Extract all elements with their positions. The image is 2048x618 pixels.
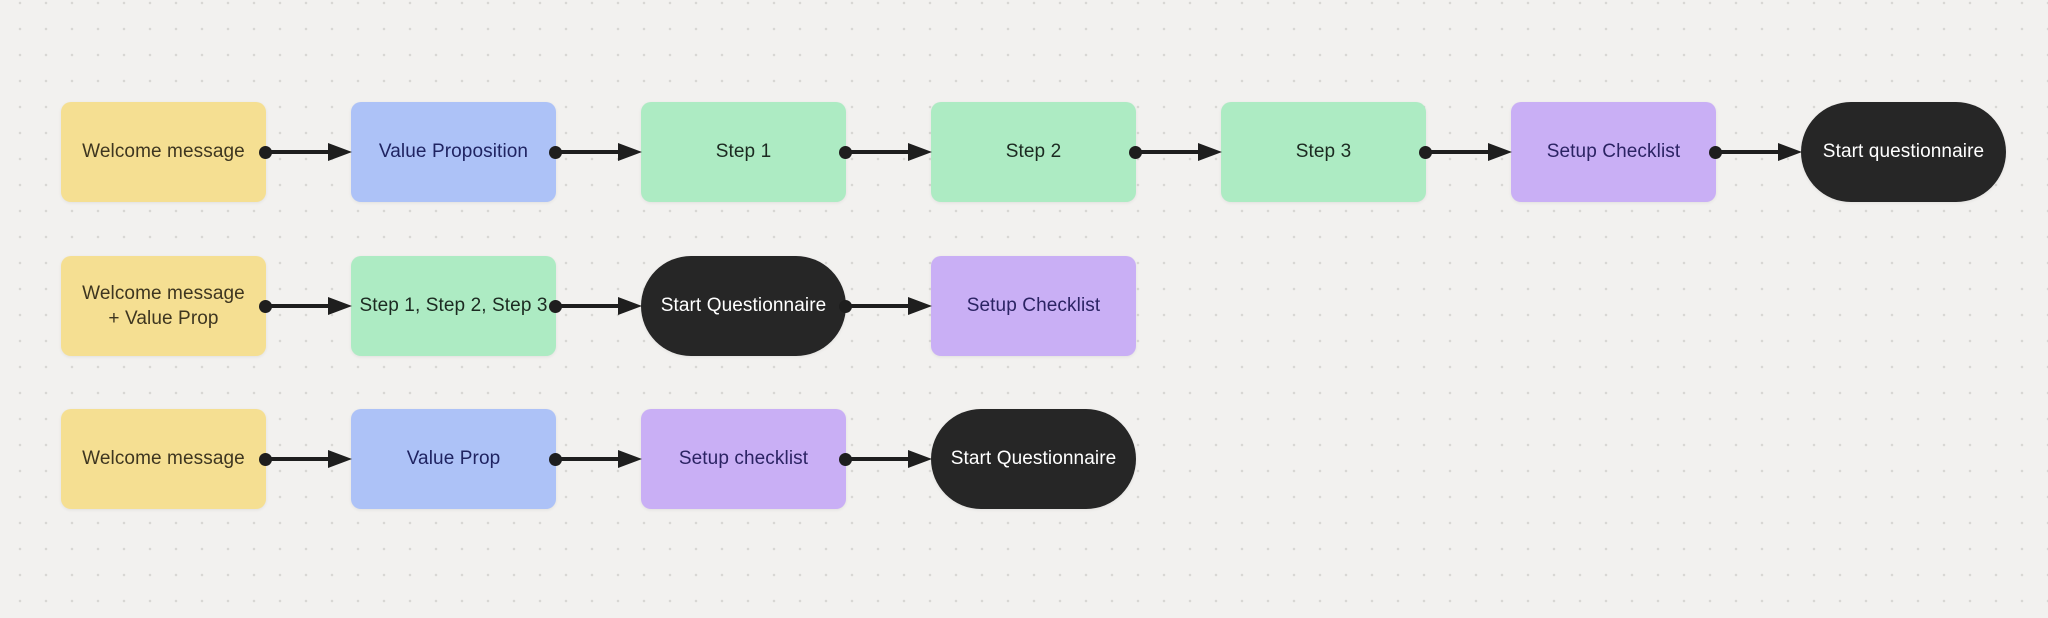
node-setup-checklist[interactable]: Setup Checklist	[1511, 102, 1716, 202]
connector-line	[1430, 150, 1490, 154]
flow-row-3: Welcome message Value Prop Setup checkli…	[61, 409, 1136, 509]
node-label: Step 1	[715, 141, 772, 162]
connector-arrowhead-icon	[328, 450, 352, 468]
node-label: Start Questionnaire	[950, 448, 1117, 469]
connector-dot-icon	[839, 452, 852, 466]
connector-arrow[interactable]	[839, 297, 932, 315]
connector-line	[850, 150, 910, 154]
node-label: Welcome message + Value Prop	[82, 282, 245, 329]
connector-arrowhead-icon	[328, 297, 352, 315]
connector-arrowhead-icon	[618, 143, 642, 161]
connector-dot-icon	[839, 299, 852, 313]
flow-row-1: Welcome message Value Proposition Step 1…	[61, 102, 2006, 202]
connector-line	[270, 304, 330, 308]
node-label: Step 2	[1005, 141, 1062, 162]
connector-dot-icon	[549, 452, 562, 466]
node-step-2[interactable]: Step 2	[931, 102, 1136, 202]
connector-arrow[interactable]	[259, 143, 352, 161]
connector-dot-icon	[1709, 145, 1722, 159]
node-label: Step 3	[1295, 141, 1352, 162]
node-label: Setup Checklist	[1546, 141, 1681, 162]
connector-arrow[interactable]	[1419, 143, 1512, 161]
node-setup-checklist[interactable]: Setup checklist	[641, 409, 846, 509]
connector-arrow[interactable]	[259, 297, 352, 315]
flow-row-2: Welcome message + Value Prop Step 1, Ste…	[61, 256, 1136, 356]
node-steps-1-2-3[interactable]: Step 1, Step 2, Step 3	[351, 256, 556, 356]
connector-dot-icon	[259, 145, 272, 159]
connector-arrow[interactable]	[549, 143, 642, 161]
connector-arrowhead-icon	[618, 450, 642, 468]
node-label: Start Questionnaire	[660, 295, 827, 316]
connector-dot-icon	[1129, 145, 1142, 159]
connector-line	[560, 304, 620, 308]
node-start-questionnaire[interactable]: Start questionnaire	[1801, 102, 2006, 202]
connector-arrowhead-icon	[1488, 143, 1512, 161]
connector-arrow[interactable]	[839, 450, 932, 468]
node-label: Welcome message	[82, 141, 245, 162]
connector-dot-icon	[259, 452, 272, 466]
connector-line	[560, 150, 620, 154]
node-label: Welcome message	[82, 448, 245, 469]
connector-line	[560, 457, 620, 461]
connector-line	[1720, 150, 1780, 154]
node-setup-checklist[interactable]: Setup Checklist	[931, 256, 1136, 356]
connector-arrow[interactable]	[839, 143, 932, 161]
connector-line	[850, 304, 910, 308]
node-label: Value Prop	[406, 448, 501, 469]
node-value-proposition[interactable]: Value Proposition	[351, 102, 556, 202]
connector-line	[850, 457, 910, 461]
connector-arrowhead-icon	[1778, 143, 1802, 161]
connector-arrowhead-icon	[908, 143, 932, 161]
connector-arrowhead-icon	[908, 297, 932, 315]
node-welcome-message[interactable]: Welcome message	[61, 409, 266, 509]
node-label: Setup checklist	[678, 448, 809, 469]
node-welcome-message-value-prop[interactable]: Welcome message + Value Prop	[61, 256, 266, 356]
connector-arrow[interactable]	[549, 297, 642, 315]
node-welcome-message[interactable]: Welcome message	[61, 102, 266, 202]
connector-arrow[interactable]	[259, 450, 352, 468]
connector-dot-icon	[549, 145, 562, 159]
connector-arrowhead-icon	[908, 450, 932, 468]
connector-arrowhead-icon	[1198, 143, 1222, 161]
node-step-3[interactable]: Step 3	[1221, 102, 1426, 202]
connector-line	[270, 150, 330, 154]
node-label: Step 1, Step 2, Step 3	[359, 295, 548, 316]
node-value-prop[interactable]: Value Prop	[351, 409, 556, 509]
node-label: Value Proposition	[378, 141, 529, 162]
connector-dot-icon	[549, 299, 562, 313]
connector-arrowhead-icon	[328, 143, 352, 161]
connector-arrow[interactable]	[1709, 143, 1802, 161]
node-step-1[interactable]: Step 1	[641, 102, 846, 202]
connector-dot-icon	[1419, 145, 1432, 159]
connector-line	[1140, 150, 1200, 154]
node-start-questionnaire[interactable]: Start Questionnaire	[641, 256, 846, 356]
connector-dot-icon	[839, 145, 852, 159]
connector-arrow[interactable]	[549, 450, 642, 468]
node-label: Setup Checklist	[966, 295, 1101, 316]
connector-arrowhead-icon	[618, 297, 642, 315]
connector-arrow[interactable]	[1129, 143, 1222, 161]
connector-line	[270, 457, 330, 461]
node-label: Start questionnaire	[1822, 141, 1985, 162]
node-start-questionnaire[interactable]: Start Questionnaire	[931, 409, 1136, 509]
connector-dot-icon	[259, 299, 272, 313]
